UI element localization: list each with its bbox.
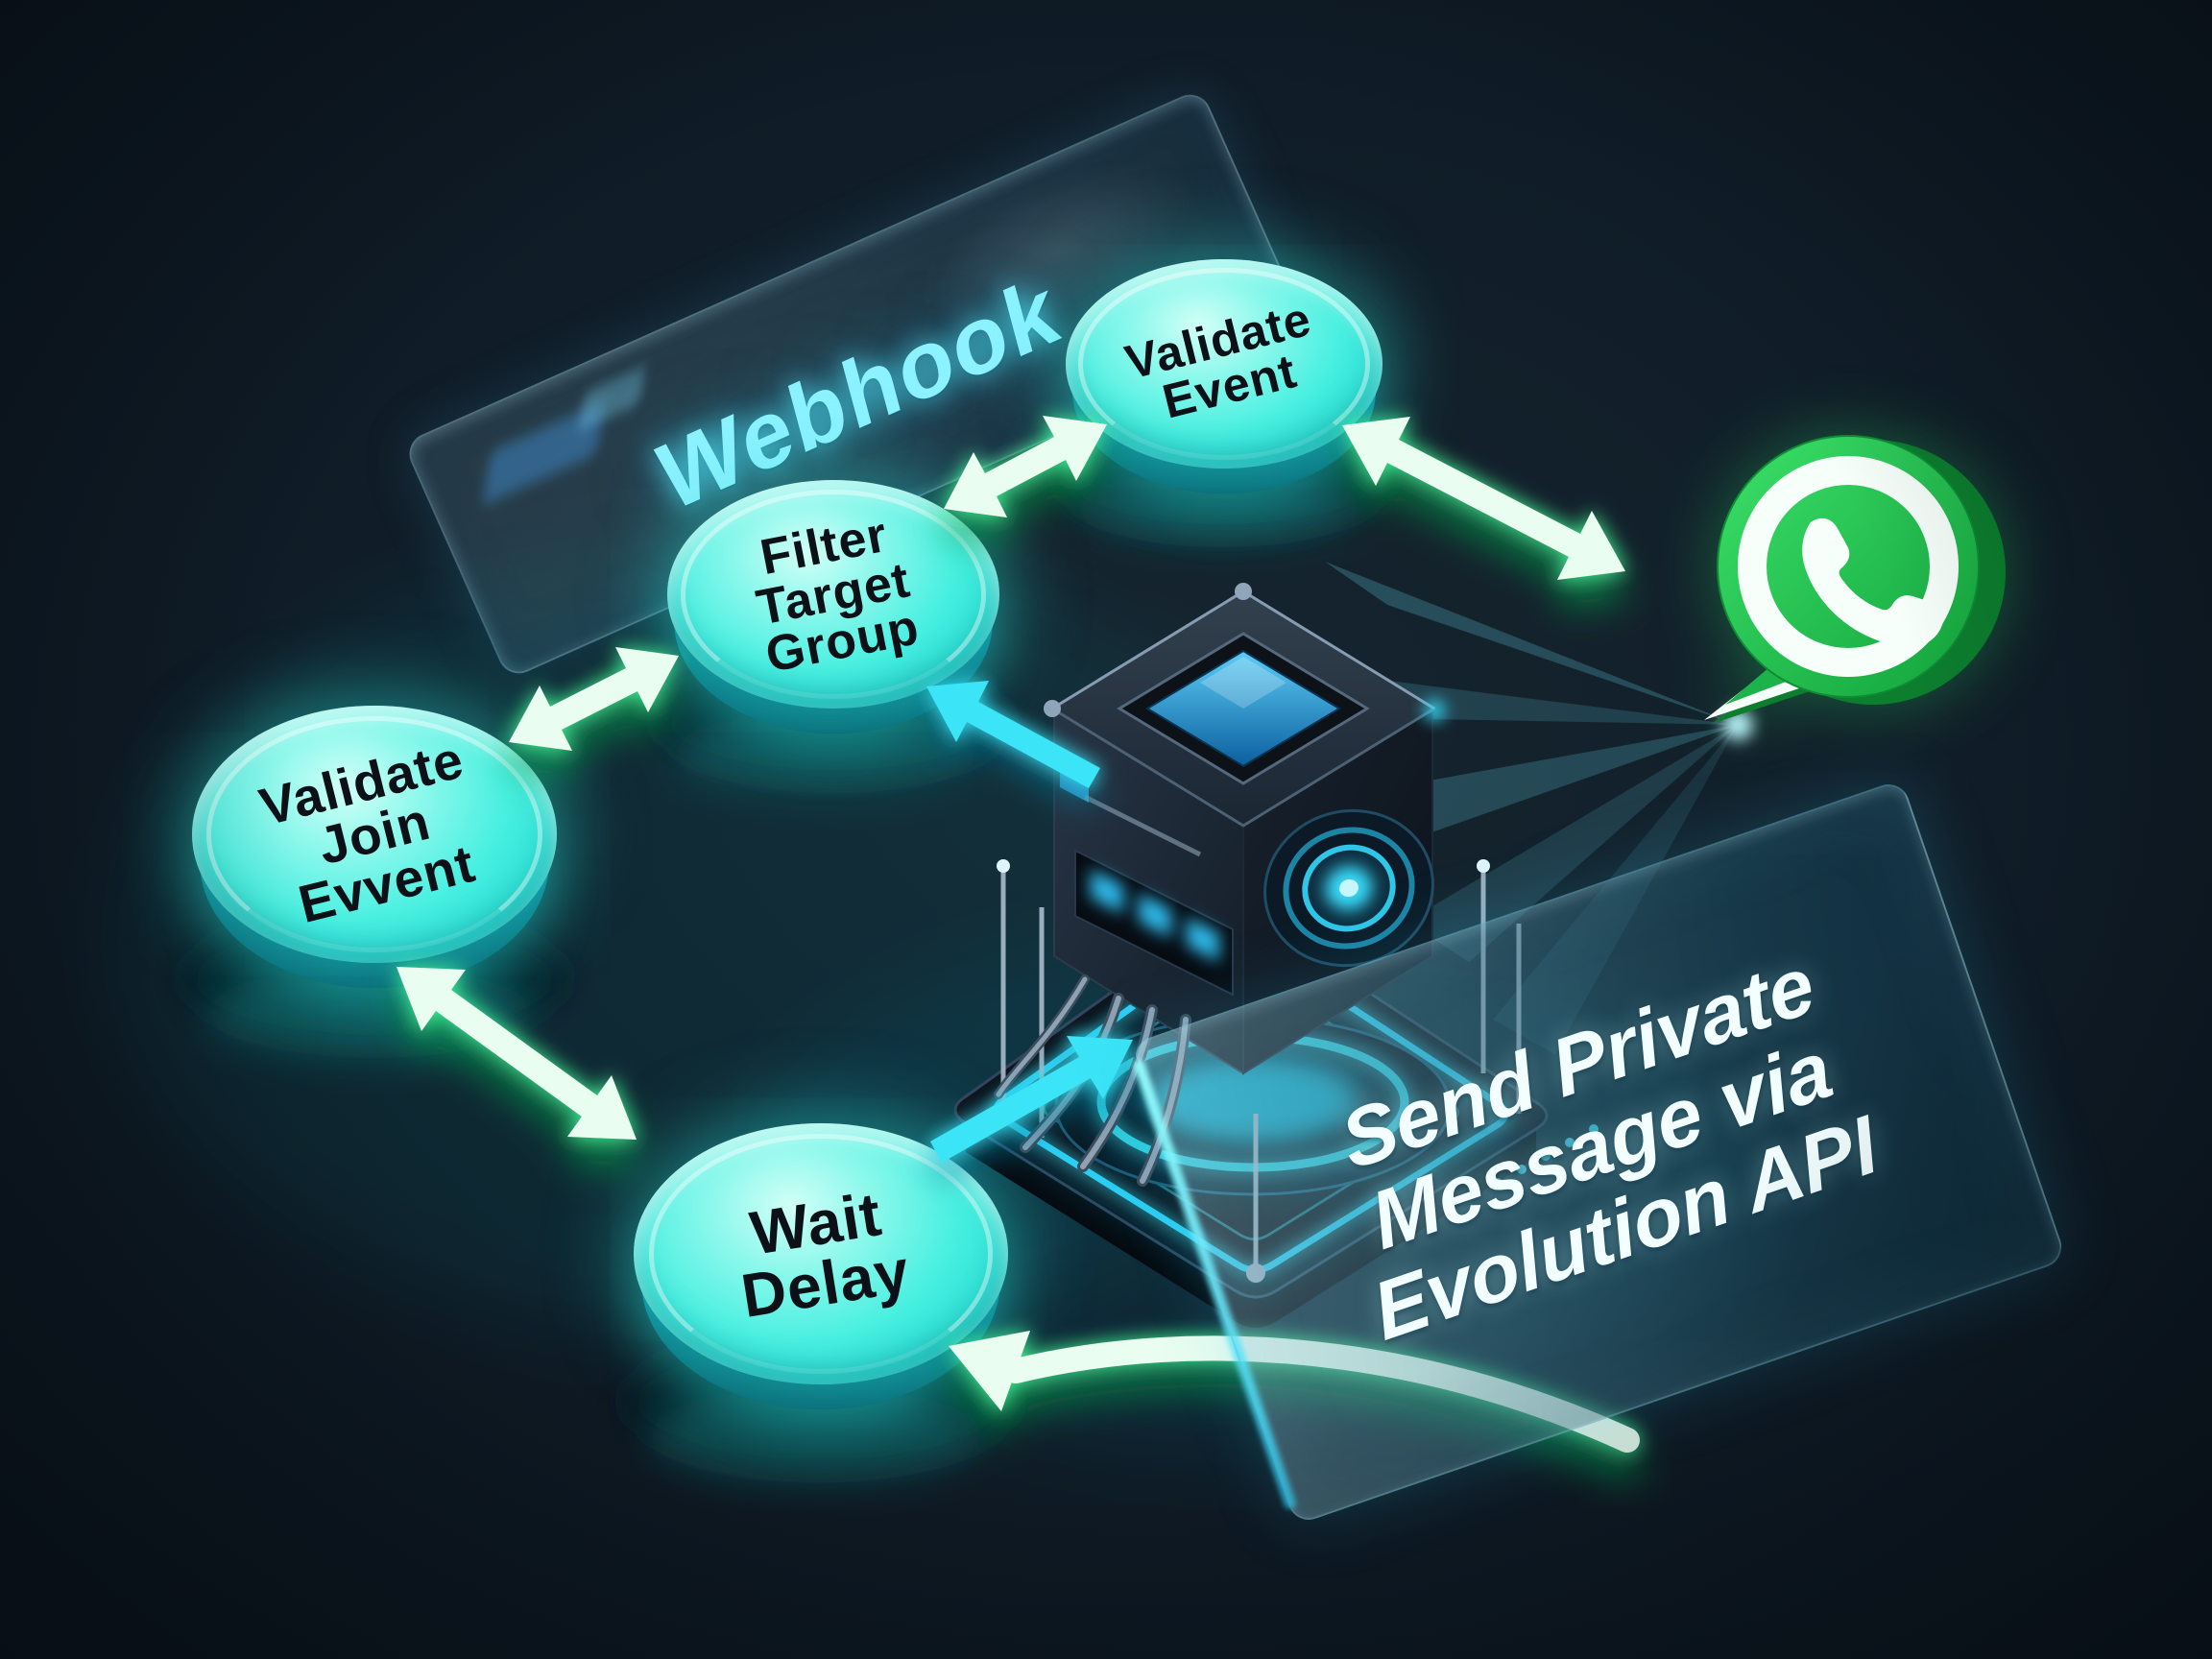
corner-ball-glow [1424,700,1445,721]
corner-ball [1235,583,1252,600]
arrow-filter-validate-event [944,416,1107,517]
rod-tip [1477,859,1490,873]
corner-ball [1044,700,1061,717]
arrow-join-wait-delay [397,967,637,1140]
arrow-validate-event-whatsapp [1342,417,1625,580]
whatsapp-logo-svg [1704,435,2006,724]
arrow-join-filter [509,647,679,751]
whatsapp-icon [1685,403,2011,730]
rod-tip [997,859,1010,873]
